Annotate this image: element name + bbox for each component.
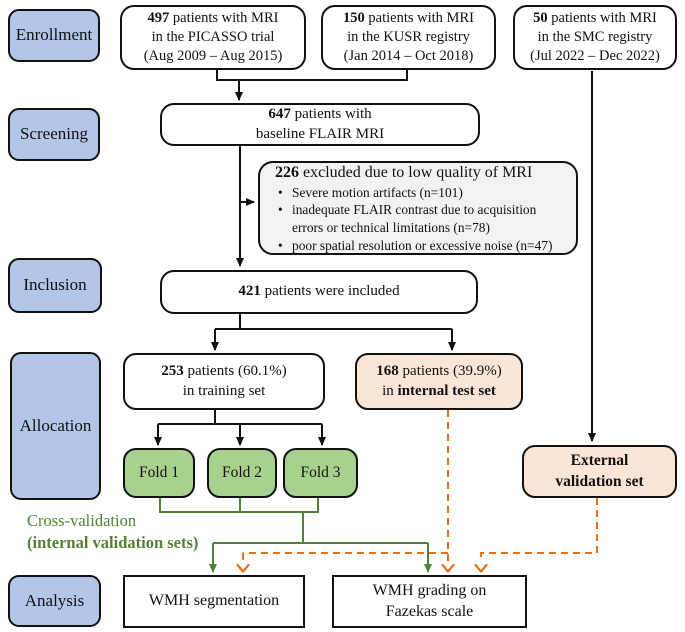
wmh-segmentation-box: WMH segmentation [123, 575, 305, 628]
stage-screening: Screening [8, 108, 100, 161]
stage-inclusion-label: Inclusion [23, 275, 87, 295]
stage-enrollment-label: Enrollment [15, 25, 93, 45]
stage-enrollment: Enrollment [8, 9, 100, 62]
connector-allocation-split [215, 314, 452, 330]
orange-arrowhead-icon [474, 563, 488, 573]
wmh-grading-box: WMH grading on Fazekas scale [332, 575, 527, 628]
training-count: 253 [161, 363, 184, 379]
internal-test-set-box: 168 patients (39.9%) in internal test se… [355, 353, 523, 410]
inclusion-count: 421 [238, 283, 261, 300]
exclusion-reason-list: Severe motion artifacts (n=101) inadequa… [270, 184, 566, 255]
kusr-count: 150 [343, 10, 365, 27]
training-set-box: 253 patients (60.1%) in training set [123, 353, 325, 410]
connector-folds-merge [159, 498, 428, 544]
screening-box: 647 patients with baseline FLAIR MRI [160, 103, 480, 146]
exclusion-reason: poor spatial resolution or excessive noi… [276, 237, 566, 255]
dashed-internal-test-to-segmentation [242, 552, 448, 562]
orange-arrowhead-icon [441, 563, 455, 573]
stage-allocation: Allocation [10, 352, 101, 500]
screening-count: 647 [268, 106, 291, 122]
exclusion-reason: inadequate FLAIR contrast due to acquisi… [276, 201, 566, 236]
stage-inclusion: Inclusion [8, 258, 102, 313]
connector-enrollment-merge [216, 70, 408, 81]
internal-test-count: 168 [376, 363, 399, 379]
stage-allocation-label: Allocation [19, 415, 92, 435]
enrollment-box-picasso: 497 patients with MRI in the PICASSO tri… [120, 5, 306, 70]
stage-analysis-label: Analysis [24, 590, 85, 610]
smc-count: 50 [533, 10, 548, 27]
fold-2-box: Fold 2 [207, 448, 277, 498]
connector-fold-split [158, 410, 322, 425]
external-validation-box: External validation set [522, 445, 677, 498]
inclusion-box: 421 patients were included [160, 270, 478, 314]
fold-3-box: Fold 3 [283, 448, 358, 498]
exclusion-count: 226 [275, 163, 299, 181]
stage-screening-label: Screening [20, 124, 88, 144]
exclusion-box: 226 excluded due to low quality of MRI S… [258, 161, 578, 255]
cross-validation-label: Cross-validation (internal validation se… [27, 511, 199, 552]
stage-analysis: Analysis [8, 575, 101, 627]
enrollment-box-smc: 50 patients with MRI in the SMC registry… [513, 5, 677, 70]
orange-arrowhead-icon [236, 563, 250, 573]
exclusion-reason: Severe motion artifacts (n=101) [276, 184, 566, 202]
fold-1-box: Fold 1 [123, 448, 195, 498]
dashed-external-to-grading [480, 498, 598, 562]
enrollment-box-kusr: 150 patients with MRI in the KUSR regist… [321, 5, 496, 70]
picasso-count: 497 [147, 10, 170, 27]
